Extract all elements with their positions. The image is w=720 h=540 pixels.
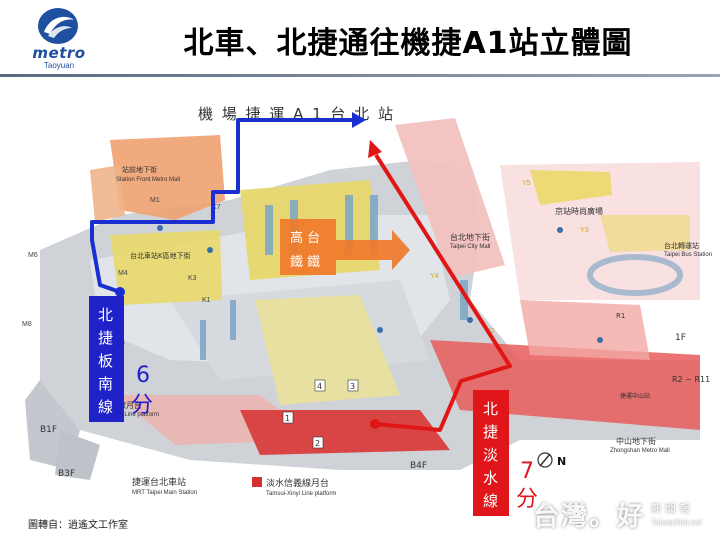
station-front-mall-area [110,135,225,220]
taipei-city-mall-area [395,118,505,278]
svg-text:3: 3 [350,382,355,391]
exit-r-label: R2 ~ R11 [672,375,710,384]
main-station-en: MRT Taipei Main Station [132,490,197,496]
svg-text:M8: M8 [22,321,32,328]
watermark-url: TaiwanHot.net [651,518,702,527]
tamsui-route-start [370,419,380,429]
hsr-tra-box [280,219,336,275]
exit-number-tags: 1 2 3 4 [282,379,359,449]
bannan-platform-en: Bannan Line platform [102,412,159,418]
watermark-main: 台灣。好 [533,502,646,532]
zhongshan-station-label: 捷運中山站 [620,392,650,400]
metro-brand-sub: Taoyuan [43,61,75,70]
tamsui-line-box [473,390,509,516]
floor-1f-label: 1F [675,333,686,343]
station-front-mall-wing [90,165,125,222]
north-label: N [557,455,566,468]
bannan-route-start [115,287,125,297]
bannan-route-line [90,118,355,294]
tamsui-platform-badge [252,477,262,487]
taiwanhot-watermark: 台灣。好 新聞報 TaiwanHot.net [533,496,713,536]
hsr-tra-line1: 高 台 [290,230,320,246]
svg-text:M6: M6 [28,252,38,259]
slide-header: metro Taoyuan 北車、北捷通往機捷A1站立體圖 [0,0,720,77]
taipei-city-mall-en: Taipei City Mall [450,244,490,250]
r1-exit-label: R1 [616,312,625,320]
bus-station-yellow [600,215,690,252]
bus-station-en: Taipei Bus Station [664,252,712,258]
floor-b3-label: B3F [58,469,75,479]
tamsui-route-arrowhead [368,140,382,158]
bannan-line-box [89,296,124,422]
zhongshan-mall-label: 中山地下街 [616,436,656,446]
bannan-route-arrowhead [352,112,366,128]
bus-station-ring [587,254,683,296]
svg-text:4: 4 [317,382,322,391]
floor-b4-label: B4F [410,461,427,471]
exit-markers [157,225,603,343]
tamsui-platform-en: Tamsui-Xinyi Line platform [266,491,336,497]
k-mall-label: 台北車站K區地下街 [130,251,191,260]
svg-text:M4: M4 [118,270,128,277]
central-platform-yellow [255,295,400,405]
svg-text:K7: K7 [212,204,221,211]
k-exit-tags: K7 K1 K3 [188,204,221,304]
metro-brand: metro [32,44,86,62]
tamsui-time-num: 7 [520,459,534,484]
jingzhan-label: 京站時尚廣場 [555,206,603,216]
svg-text:Y3: Y3 [580,227,589,234]
svg-text:板: 板 [98,352,113,370]
svg-text:淡: 淡 [483,446,498,464]
svg-text:南: 南 [98,375,113,393]
watermark-side: 新聞報 [651,502,693,515]
hsr-tra-arrow [336,230,410,270]
bus-station-label: 台北轉運站 [664,241,699,250]
svg-text:捷: 捷 [483,423,498,441]
north-compass: N [537,452,566,468]
mall-front-label: 站前地下街 [122,165,157,174]
tamsui-line-label: 北 捷 淡 水 線 [483,400,498,510]
svg-text:Y4: Y4 [430,273,439,280]
station-3d-map: 站前地下街 Station Front Metro Mall 台北車站K區地下街… [0,77,720,540]
svg-text:北: 北 [483,400,498,418]
svg-text:2: 2 [315,439,320,448]
mall-front-en: Station Front Metro Mall [116,177,180,183]
svg-text:M1: M1 [150,197,160,204]
jingzhan-yellow [530,170,612,205]
svg-text:線: 線 [483,492,498,510]
svg-text:Y5: Y5 [522,180,531,187]
main-station-label: 捷運台北車站 [132,476,186,488]
tamsui-time-unit: 分 [516,487,538,512]
tamsui-xinyi-area-upper [520,300,650,360]
floor-b1-label: B1F [40,425,57,435]
metro-logo-icon [38,8,78,44]
taipei-city-mall-label: 台北地下街 [450,232,490,242]
svg-text:捷: 捷 [98,329,113,347]
bannan-time-unit: 分 [131,393,153,418]
tamsui-platform-area [240,410,450,455]
k-mall-area [110,230,222,305]
svg-text:北: 北 [98,306,113,324]
metro-logo: metro Taoyuan [14,6,104,70]
hsr-tra-line2: 鐵 鐵 [290,254,320,270]
header-divider [0,74,720,77]
svg-text:K1: K1 [202,297,211,304]
svg-text:水: 水 [483,469,498,487]
tamsui-platform-label: 淡水信義線月台 [266,477,329,489]
svg-text:1: 1 [285,414,290,423]
bannan-time-num: 6 [136,363,150,388]
svg-text:線: 線 [98,398,113,416]
page-title: 北車、北捷通往機捷A1站立體圖 [183,26,633,61]
tamsui-route-line [374,153,512,432]
zhongshan-mall-en: Zhongshan Metro Mall [610,448,670,454]
svg-text:K3: K3 [188,275,197,282]
bannan-line-label: 北 捷 板 南 線 [98,306,113,416]
image-credit: 圖轉自：逍遙文工作室 [28,520,128,531]
